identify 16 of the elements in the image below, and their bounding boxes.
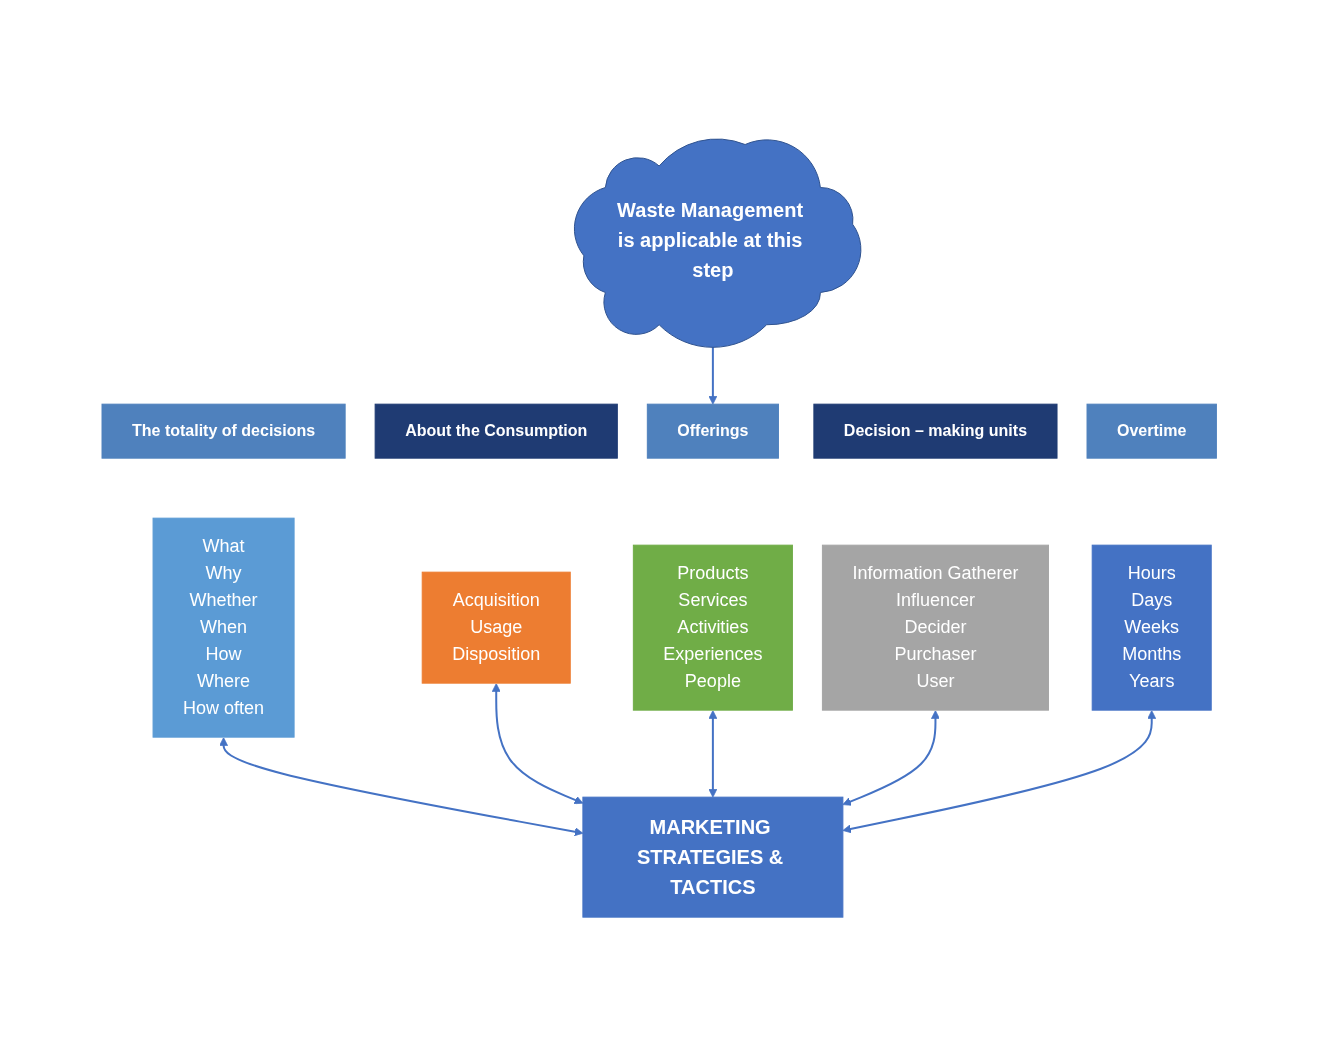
- node-box: Products Services Activities Experiences People: [633, 545, 794, 712]
- node-box: Acquisition Usage Disposition: [422, 572, 572, 685]
- node-box: Hours Days Weeks Months Years: [1092, 545, 1212, 712]
- node-box: Overtime: [1086, 404, 1218, 460]
- arrow: [492, 683, 584, 805]
- node-box: About the Consumption: [374, 404, 619, 460]
- node-box: The totality of decisions: [101, 404, 346, 460]
- node-box: MARKETING STRATEGIES & TACTICS: [582, 797, 844, 919]
- node-box: Offerings: [647, 404, 780, 460]
- arrow: [842, 710, 1157, 834]
- node-box: Information Gatherer Influencer Decider Purchaser User: [822, 545, 1050, 712]
- arrow: [219, 737, 584, 837]
- arrow: [708, 710, 718, 798]
- node-box: Decision – making units: [813, 404, 1058, 460]
- arrow: [842, 710, 941, 807]
- node-box: What Why Whether When How Where How often: [152, 518, 295, 739]
